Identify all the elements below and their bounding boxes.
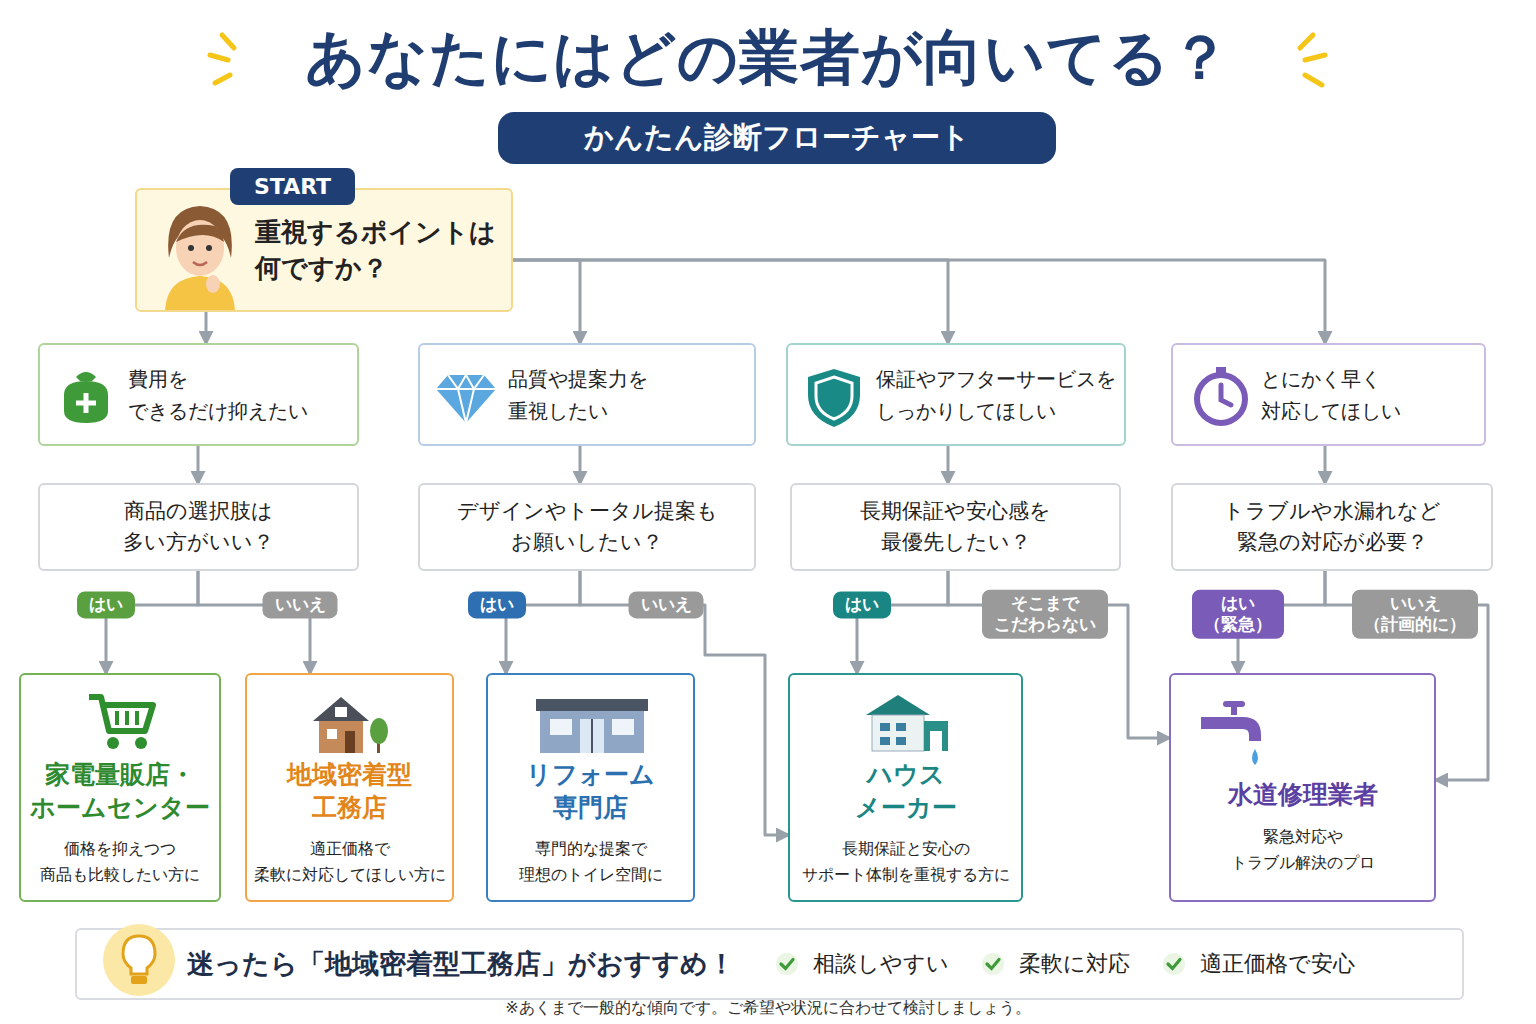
house2-icon (862, 691, 952, 759)
node-heading: 水道修理業者 (1228, 779, 1378, 812)
connector (1324, 446, 1327, 483)
node-text: 専門的な提案で 理想のトイレ空間に (519, 836, 663, 889)
connector (513, 260, 1325, 343)
branch-label: いいえ (263, 591, 338, 618)
branch-label: はい (77, 591, 135, 618)
node-heading: 迷ったら「地域密着型工務店」がおすすめ！ (187, 946, 735, 982)
node-heading: 長期保証や安心感を 最優先したい？ (860, 496, 1051, 559)
node-heading: 地域密着型 工務店 (287, 759, 412, 824)
node-heading: かんたん診断フローチャート (584, 118, 970, 158)
connector (857, 571, 948, 673)
shield-icon (804, 365, 864, 433)
branch-label: そこまで こだわらない (982, 590, 1108, 639)
connector (197, 446, 200, 483)
result-box: 家電量販店・ ホームセンター価格を抑えつつ 商品も比較したい方に (19, 673, 221, 902)
branch-label: いいえ （計画的に） (1352, 590, 1478, 639)
branch-label: はい （緊急） (1192, 590, 1284, 639)
diamond-icon (434, 367, 498, 431)
node-heading: トラブルや水漏れなど 緊急の対応が必要？ (1223, 496, 1441, 559)
title: あなたにはどの業者が向いてる？ (0, 18, 1536, 99)
result-box: ハウス メーカー長期保証と安心の サポート体制を重視する方に (788, 673, 1023, 902)
node-text: 価格を抑えつつ 商品も比較したい方に (40, 836, 200, 889)
node-text: 緊急対応や トラブル解決のプロ (1231, 824, 1375, 877)
connector (513, 260, 580, 343)
node-heading: リフォーム 専門店 (526, 759, 655, 824)
tip-banner: 迷ったら「地域密着型工務店」がおすすめ！ 相談しやすい 柔軟に対応 適正価格で安心 (75, 928, 1464, 1000)
subtitle-pill: かんたん診断フローチャート (498, 112, 1056, 164)
person-icon (155, 198, 245, 314)
branch-label: はい (833, 591, 891, 618)
node-heading: 保証やアフターサービスを しっかりしてほしい (876, 363, 1116, 427)
result-box: 地域密着型 工務店適正価格で 柔軟に対応してほしい方に (245, 673, 454, 902)
node-heading: ハウス メーカー (855, 759, 957, 824)
connector (947, 446, 950, 483)
node-heading: とにかく早く 対応してほしい (1261, 363, 1401, 427)
need-box: 費用を できるだけ抑えたい (38, 343, 359, 446)
branch-label: はい (468, 591, 526, 618)
node-text: 適正価格で安心 (1200, 949, 1355, 979)
node-heading: 家電量販店・ ホームセンター (30, 759, 210, 824)
node-heading: 品質や提案力を 重視したい (508, 363, 648, 427)
bulb-icon (101, 922, 177, 1002)
need-box: 保証やアフターサービスを しっかりしてほしい (786, 343, 1126, 446)
house-icon (307, 691, 397, 761)
node-heading: START (230, 168, 355, 205)
question-box: 商品の選択肢は 多い方がいい？ (38, 483, 359, 571)
node-text: 適正価格で 柔軟に対応してほしい方に (254, 836, 446, 889)
check-icon (981, 952, 1005, 976)
question-box: 長期保証や安心感を 最優先したい？ (790, 483, 1121, 571)
wallet-icon (54, 365, 118, 433)
connector (513, 260, 948, 343)
node-text: 重視するポイントは 何ですか？ (255, 214, 496, 287)
node-text: 相談しやすい (813, 949, 949, 979)
connector (205, 312, 208, 343)
faucet-icon (1199, 699, 1269, 775)
question-box: トラブルや水漏れなど 緊急の対応が必要？ (1171, 483, 1493, 571)
check-icon (1162, 952, 1186, 976)
node-text: 長期保証と安心の サポート体制を重視する方に (802, 836, 1010, 889)
need-box: 品質や提案力を 重視したい (418, 343, 756, 446)
node-text: 柔軟に対応 (1019, 949, 1130, 979)
connector (198, 571, 310, 673)
question-box: デザインやトータル提案も お願いしたい？ (418, 483, 756, 571)
result-box: リフォーム 専門店専門的な提案で 理想のトイレ空間に (486, 673, 695, 902)
shop-icon (532, 695, 652, 759)
node-heading: デザインやトータル提案も お願いしたい？ (457, 496, 718, 559)
clock-icon (1189, 365, 1253, 433)
caption: ※あくまで一般的な傾向です。ご希望や状況に合わせて検討しましょう。 (0, 998, 1536, 1019)
node-heading: 商品の選択肢は 多い方がいい？ (123, 496, 274, 559)
cart-icon (87, 691, 157, 757)
need-box: とにかく早く 対応してほしい (1171, 343, 1486, 446)
connector (106, 571, 198, 673)
start-box: START重視するポイントは 何ですか？ (135, 188, 513, 312)
connector (506, 571, 580, 673)
result-box: 水道修理業者緊急対応や トラブル解決のプロ (1169, 673, 1436, 902)
connector (579, 446, 582, 483)
branch-label: いいえ (629, 591, 704, 618)
check-icon (775, 952, 799, 976)
node-heading: 費用を できるだけ抑えたい (128, 363, 308, 427)
